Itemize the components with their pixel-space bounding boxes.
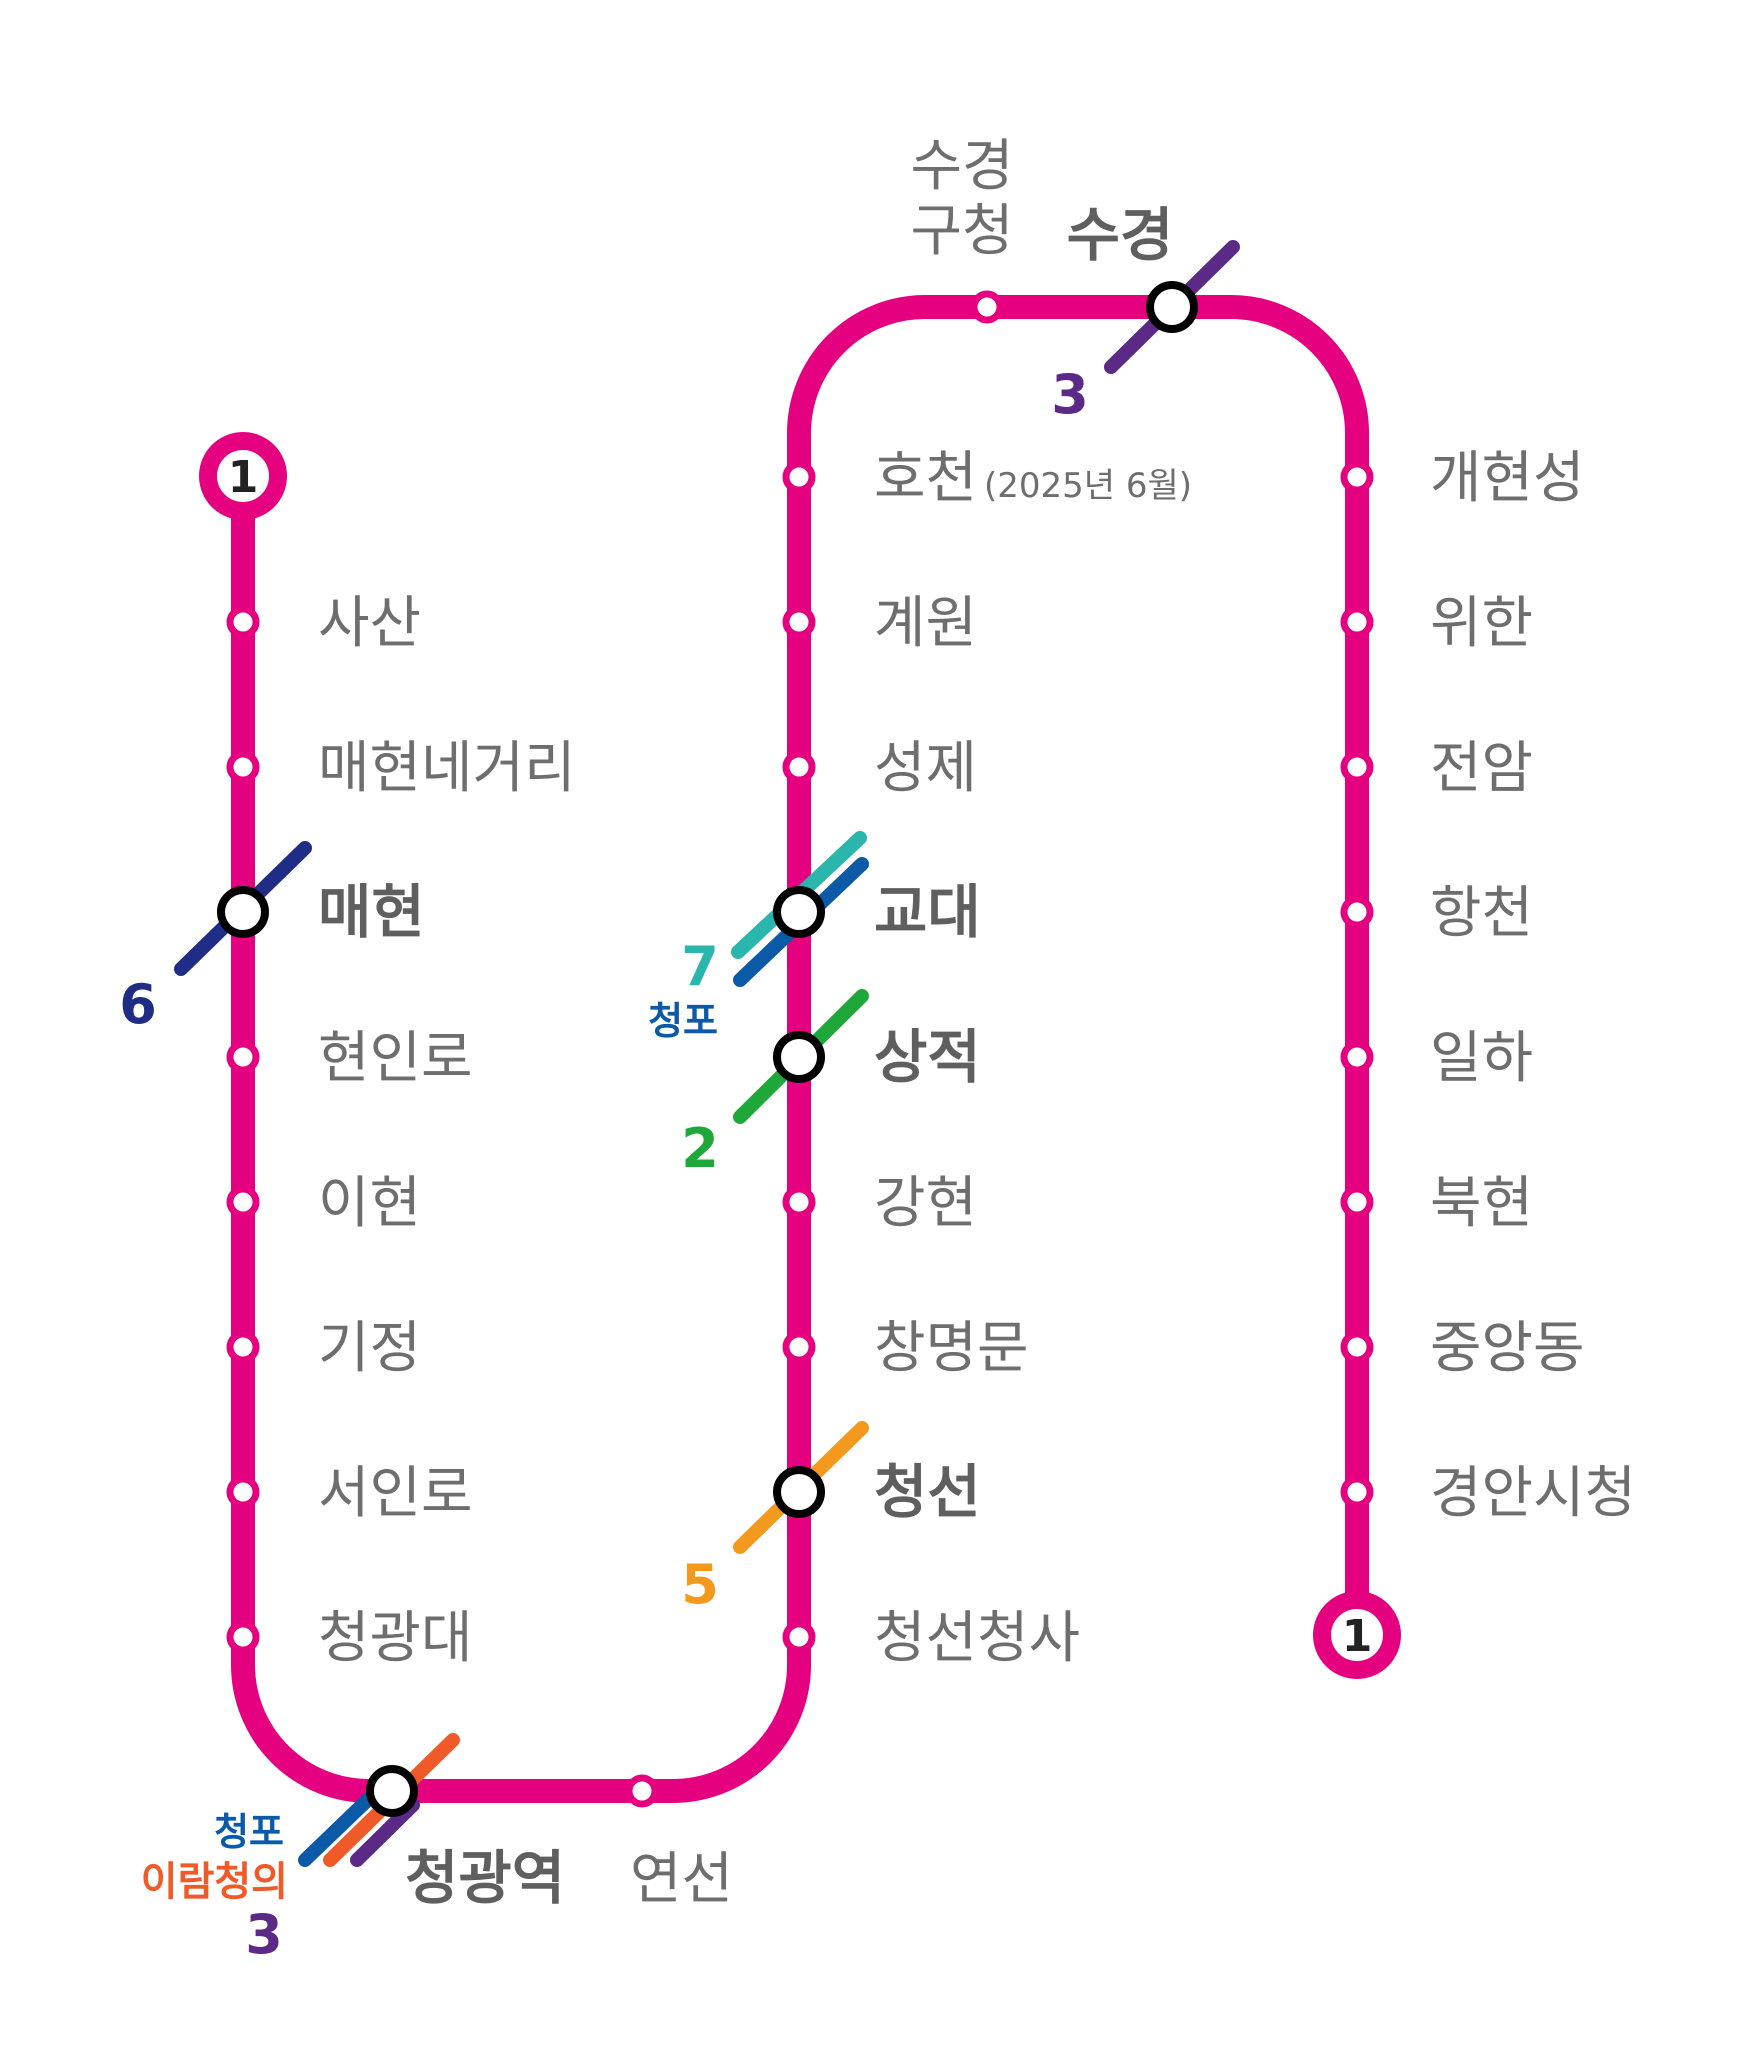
station-dot-gyeongan-sicheong[interactable] <box>1340 1475 1374 1509</box>
station-dot-seoinro[interactable] <box>226 1475 260 1509</box>
station-label-ilha: 일하 <box>1430 1026 1533 1091</box>
station-label-maehyeon: 매현 <box>318 878 425 946</box>
station-label-gijeong: 기정 <box>318 1316 421 1381</box>
station-label-yeonseon: 연선 <box>630 1847 733 1912</box>
station-dot-gyewon[interactable] <box>782 605 816 639</box>
station-dot-cheonggwangdae[interactable] <box>226 1620 260 1654</box>
station-label-gyeongan-sicheong: 경안시청 <box>1430 1461 1636 1526</box>
station-dot-bukhyeon[interactable] <box>1340 1185 1374 1219</box>
transfer-station-gyodae[interactable] <box>773 886 825 938</box>
station-label-jeonam: 전암 <box>1430 736 1533 801</box>
station-label-hocheon: 호천 <box>874 446 977 511</box>
station-label-hyeoninro: 현인로 <box>318 1026 473 1091</box>
station-dot-ilha[interactable] <box>1340 1040 1374 1074</box>
transfer-label-line6: 6 <box>119 973 157 1036</box>
station-label-gyewon: 계원 <box>874 591 977 656</box>
transfer-label-cheongpo-cheonggwang: 청포 <box>214 1810 284 1854</box>
transfer-station-maehyeon[interactable] <box>217 886 269 938</box>
terminal-end-label: 1 <box>1342 1611 1373 1662</box>
station-label-gyodae: 교대 <box>874 878 981 946</box>
station-dot-hyeoninro[interactable] <box>226 1040 260 1074</box>
station-label-sugyeong: 수경 <box>1067 201 1174 269</box>
station-dot-ihyeon[interactable] <box>226 1185 260 1219</box>
station-dot-ganghyeon[interactable] <box>782 1185 816 1219</box>
station-label-hocheon-note: (2025년 6월) <box>984 466 1192 506</box>
station-dot-yeonseon[interactable] <box>625 1774 659 1808</box>
station-label-gaehyeonseong: 개현성 <box>1430 446 1585 511</box>
regular-stations <box>226 290 1374 1808</box>
station-label-cheongseon-cheongsa: 청선청사 <box>874 1606 1080 1671</box>
station-label-cheongseon: 청선 <box>874 1458 981 1526</box>
station-dot-sasan[interactable] <box>226 605 260 639</box>
station-dot-sugyeong-gucheong[interactable] <box>970 290 1004 324</box>
station-label-sasan: 사산 <box>318 591 421 656</box>
station-dot-jungangdong[interactable] <box>1340 1330 1374 1364</box>
transfer-station-sugyeong[interactable] <box>1146 281 1198 333</box>
station-label-seoinro: 서인로 <box>318 1461 473 1526</box>
transfer-label-line5: 5 <box>681 1553 719 1616</box>
terminal-end[interactable]: 1 <box>1313 1591 1401 1679</box>
transfer-stations <box>217 281 1198 1817</box>
station-label-wihan: 위한 <box>1430 591 1533 656</box>
transfer-label-line3-cheonggwang: 3 <box>245 1903 283 1966</box>
station-dot-wihan[interactable] <box>1340 605 1374 639</box>
station-dot-jeonam[interactable] <box>1340 750 1374 784</box>
station-label-ganghyeon: 강현 <box>874 1171 977 1236</box>
station-label-hangcheon: 항천 <box>1430 881 1533 946</box>
station-label-changmyeongmun: 창명문 <box>874 1316 1029 1381</box>
station-dot-gaehyeonseong[interactable] <box>1340 460 1374 494</box>
terminal-start[interactable]: 1 <box>199 432 287 520</box>
transfer-label-line3-sugyeong: 3 <box>1051 363 1089 426</box>
station-label-jungangdong: 중앙동 <box>1430 1316 1585 1381</box>
station-label-sangjeok: 상적 <box>874 1023 981 1091</box>
transfer-label-line7: 7 <box>681 935 719 998</box>
station-label-cheonggwangdae: 청광대 <box>318 1606 473 1671</box>
transfer-station-cheongseon[interactable] <box>773 1466 825 1518</box>
station-label-bukhyeon: 북현 <box>1430 1171 1533 1236</box>
transfer-label-iram: 이람청의 <box>141 1859 288 1905</box>
station-dot-hangcheon[interactable] <box>1340 895 1374 929</box>
station-dot-gijeong[interactable] <box>226 1330 260 1364</box>
station-label-seongje: 성제 <box>874 736 977 801</box>
terminal-start-label: 1 <box>228 452 259 503</box>
station-label-sugyeong-gucheong-line1: 수경 <box>910 134 1013 199</box>
station-dot-hocheon[interactable] <box>782 460 816 494</box>
station-label-ihyeon: 이현 <box>318 1171 421 1236</box>
station-dot-cheongseon-cheongsa[interactable] <box>782 1620 816 1654</box>
station-label-cheonggwangyeok: 청광역 <box>405 1844 565 1912</box>
transfer-station-cheonggwangyeok[interactable] <box>366 1765 418 1817</box>
station-dot-changmyeongmun[interactable] <box>782 1330 816 1364</box>
transfer-station-sangjeok[interactable] <box>773 1031 825 1083</box>
transfer-label-cheongpo-gyodae: 청포 <box>648 999 718 1043</box>
station-label-maehyeon-negeori: 매현네거리 <box>318 736 576 801</box>
transfer-label-line2: 2 <box>681 1117 719 1180</box>
station-dot-seongje[interactable] <box>782 750 816 784</box>
station-label-sugyeong-gucheong-line2: 구청 <box>910 199 1013 264</box>
station-dot-maehyeon-negeori[interactable] <box>226 750 260 784</box>
